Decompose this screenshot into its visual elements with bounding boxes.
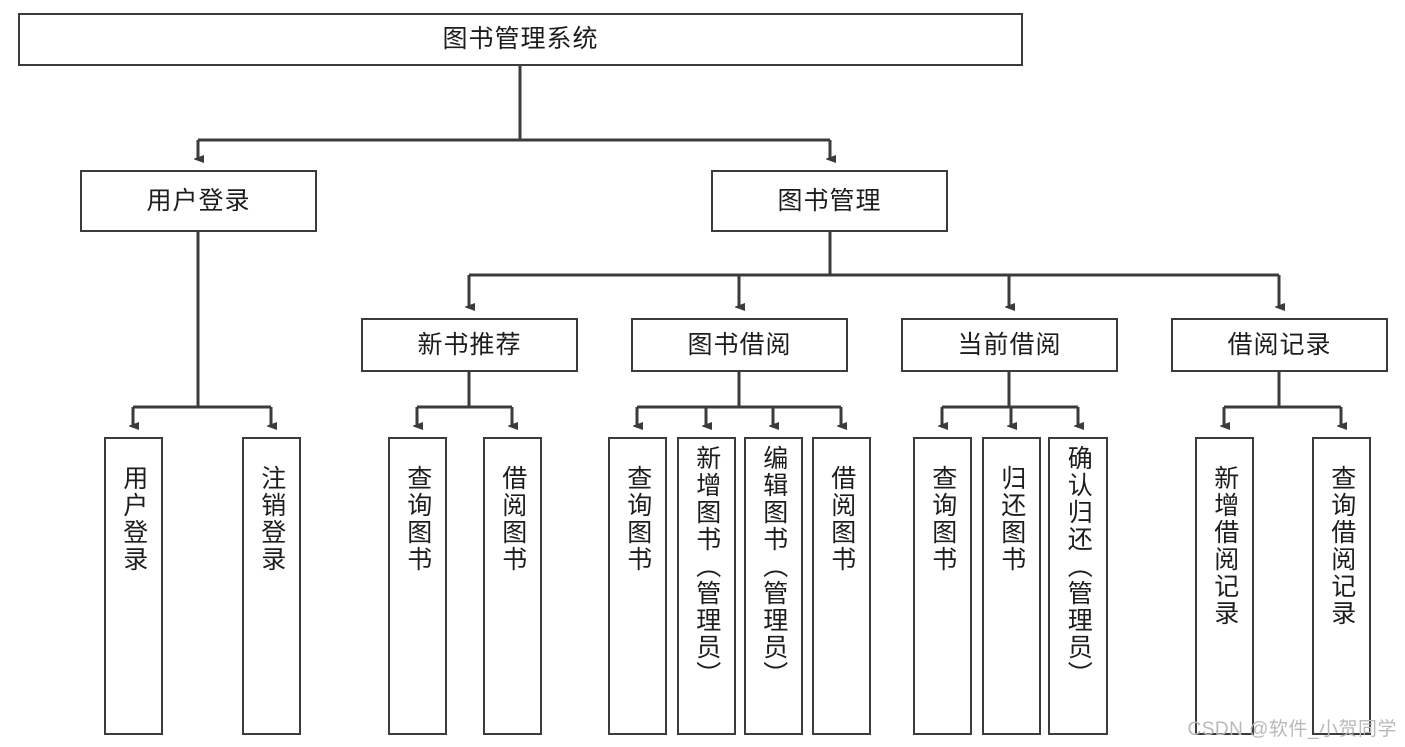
node-book-borrow[interactable]: 图书借阅 (631, 318, 848, 372)
leaf-borrow-book-recommendation[interactable]: 借阅图书 (483, 437, 542, 735)
leaf-logout[interactable]: 注销登录 (242, 437, 301, 735)
node-label: 注销登录 (257, 465, 286, 573)
leaf-return-book[interactable]: 归还图书 (982, 437, 1041, 735)
node-user-login[interactable]: 用户登录 (80, 170, 317, 232)
leaf-query-borrow-record[interactable]: 查询借阅记录 (1312, 437, 1371, 735)
node-label: 查询图书 (623, 465, 652, 573)
leaf-add-borrow-record[interactable]: 新增借阅记录 (1195, 437, 1254, 735)
leaf-query-book-recommendation[interactable]: 查询图书 (388, 437, 447, 735)
leaf-query-book-borrow[interactable]: 查询图书 (608, 437, 667, 735)
node-label: 图书管理 (777, 186, 882, 215)
node-label: 图书借阅 (687, 330, 792, 359)
node-borrow-record[interactable]: 借阅记录 (1171, 318, 1388, 372)
node-label: 借阅记录 (1227, 330, 1332, 359)
leaf-borrow-book[interactable]: 借阅图书 (812, 437, 871, 735)
node-label: 用户登录 (119, 465, 148, 573)
watermark: CSDN @软件_小贺同学 (1187, 719, 1397, 740)
leaf-user-login[interactable]: 用户登录 (104, 437, 163, 735)
node-label: 用户登录 (146, 186, 251, 215)
leaf-query-book-current[interactable]: 查询图书 (913, 437, 972, 735)
leaf-add-book-admin[interactable]: 新增图书（管理员） (677, 437, 736, 735)
node-label: 确认归还（管理员） (1064, 445, 1093, 688)
node-label: 查询图书 (928, 465, 957, 573)
node-label: 新增图书（管理员） (692, 445, 721, 688)
leaf-edit-book-admin[interactable]: 编辑图书（管理员） (744, 437, 803, 735)
node-label: 编辑图书（管理员） (759, 445, 788, 688)
node-label: 新增借阅记录 (1210, 465, 1239, 627)
node-label: 归还图书 (997, 465, 1026, 573)
node-book-management[interactable]: 图书管理 (711, 170, 948, 232)
node-new-book-recommendation[interactable]: 新书推荐 (361, 318, 578, 372)
node-label: 借阅图书 (498, 465, 527, 573)
node-label: 图书管理系统 (442, 25, 599, 54)
node-label: 新书推荐 (417, 330, 522, 359)
node-label: 查询借阅记录 (1327, 465, 1356, 627)
node-current-borrow[interactable]: 当前借阅 (901, 318, 1118, 372)
node-root[interactable]: 图书管理系统 (18, 13, 1023, 66)
node-label: 当前借阅 (957, 330, 1062, 359)
node-label: 借阅图书 (827, 465, 856, 573)
node-label: 查询图书 (403, 465, 432, 573)
leaf-confirm-return-admin[interactable]: 确认归还（管理员） (1048, 437, 1108, 735)
